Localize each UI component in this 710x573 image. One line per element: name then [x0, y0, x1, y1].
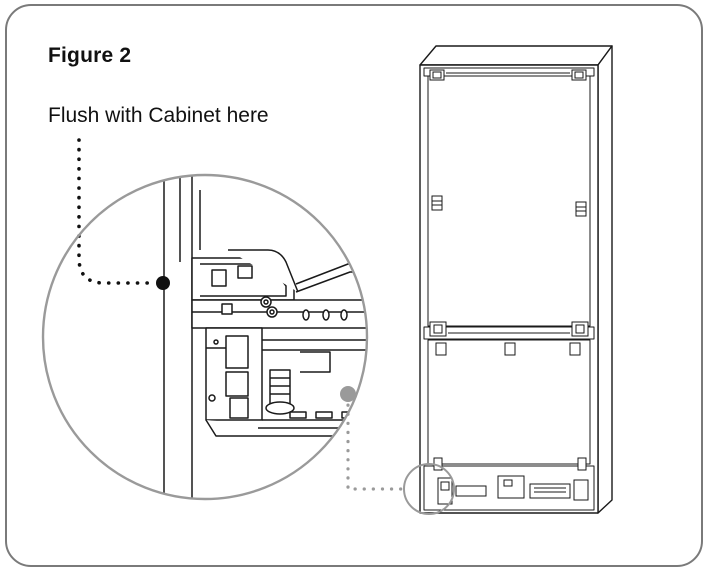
- callout-label: Flush with Cabinet here: [48, 104, 269, 127]
- detail-area-marker: [403, 463, 455, 515]
- cabinet-side-face: [597, 45, 613, 514]
- lower-door-panel: [427, 339, 591, 465]
- magnifier-ring: [41, 173, 369, 501]
- magnified-detail: [163, 175, 367, 499]
- upper-door-panel: [427, 73, 591, 327]
- detail-leader-line: [346, 394, 404, 491]
- cabinet-side-panel: [163, 175, 193, 499]
- base-hardware: [437, 475, 589, 505]
- upper-side-clips: [431, 195, 587, 217]
- magnifier-anchor-dot: [340, 386, 356, 402]
- mounting-rail: [191, 299, 367, 329]
- callout-leader-line: [77, 138, 157, 285]
- refrigerator-unit: [419, 45, 613, 514]
- flush-point-marker: [156, 276, 170, 290]
- leveling-leg: [269, 369, 291, 405]
- figure-title: Figure 2: [48, 44, 132, 67]
- cabinet-top-face: [419, 45, 613, 66]
- top-rail: [423, 67, 595, 77]
- lower-side-clips: [433, 457, 587, 471]
- middle-hinges: [429, 321, 589, 356]
- top-hinges: [429, 69, 587, 81]
